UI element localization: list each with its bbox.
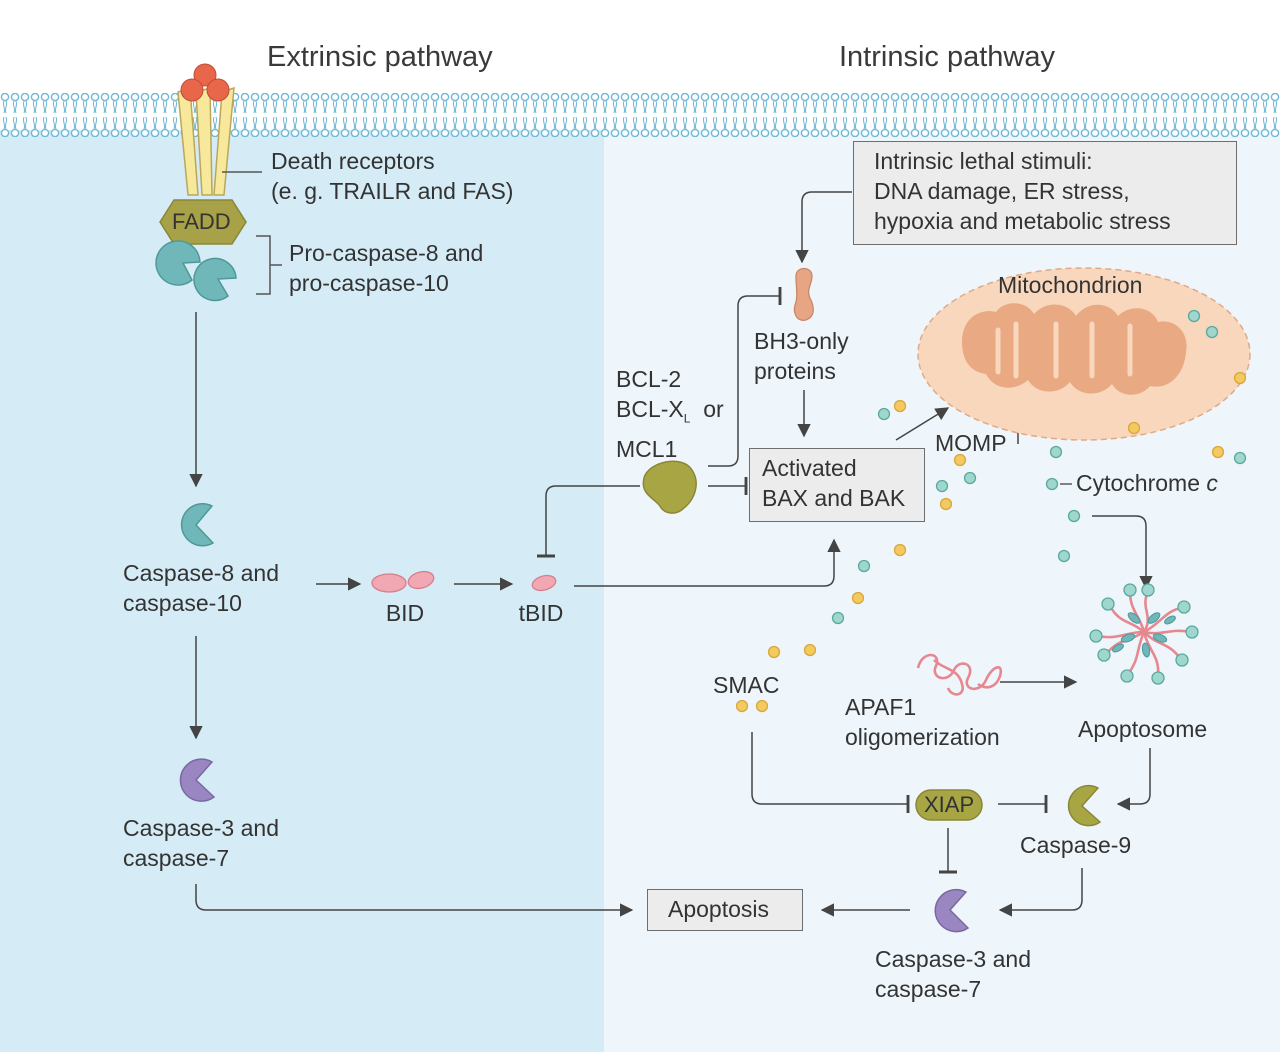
apaf1-icon [916,653,1003,696]
extrinsic-pathway-title: Extrinsic pathway [267,41,493,73]
pro-caspase-icon [155,240,237,302]
momp-label: MOMP [935,430,1007,456]
smac-label: SMAC [713,672,780,698]
caspase-9-icon [1067,784,1102,827]
extrinsic-background [0,130,604,1052]
bh3-only-icon [793,267,814,321]
xiap-icon [915,789,983,821]
death-receptor-icon [177,63,235,196]
tbid-icon [531,574,557,592]
xiap-label: XIAP [924,792,975,817]
apaf1-label: APAF1 oligomerization [845,694,1000,750]
apoptosome-icon [1089,583,1199,685]
pro-caspase-label: Pro-caspase-8 and pro-caspase-10 [289,240,484,296]
apoptosome-label: Apoptosome [1078,716,1208,742]
smac-dots [735,371,1247,713]
apoptosis-box: Apoptosis [647,889,803,931]
caspase-9-label: Caspase-9 [1020,832,1132,858]
intrinsic-stimuli-box: Intrinsic lethal stimuli: DNA damage, ER… [853,141,1237,245]
mitochondrion-icon [917,267,1251,441]
mitochondrion-label: Mitochondrion [998,272,1143,298]
caspase-3-left-icon [179,758,216,802]
caspase-3-left-label: Caspase-3 and caspase-7 [123,815,279,871]
bh3-only-label: BH3-only proteins [754,328,849,384]
activated-bax-bak-box: Activated BAX and BAK [749,448,925,522]
cytochrome-c-dots [831,309,1247,625]
intrinsic-pathway-title: Intrinsic pathway [839,41,1055,73]
fadd-label: FADD [172,209,231,234]
caspase-8-icon [180,503,215,547]
bcl-label: BCL-2 BCL-XL or MCL1 [616,366,724,462]
cytochrome-c-label: Cytochrome c [1076,470,1218,496]
bid-icon [371,570,435,593]
caspase-8-label: Caspase-8 and caspase-10 [123,560,279,616]
tbid-label: tBID [518,600,564,626]
caspase-3-right-icon [934,888,970,933]
caspase-3-right-label: Caspase-3 and caspase-7 [875,946,1031,1002]
bcl2-icon [642,460,697,514]
death-receptors-label: Death receptors (e. g. TRAILR and FAS) [271,148,514,204]
bid-label: BID [385,600,425,626]
